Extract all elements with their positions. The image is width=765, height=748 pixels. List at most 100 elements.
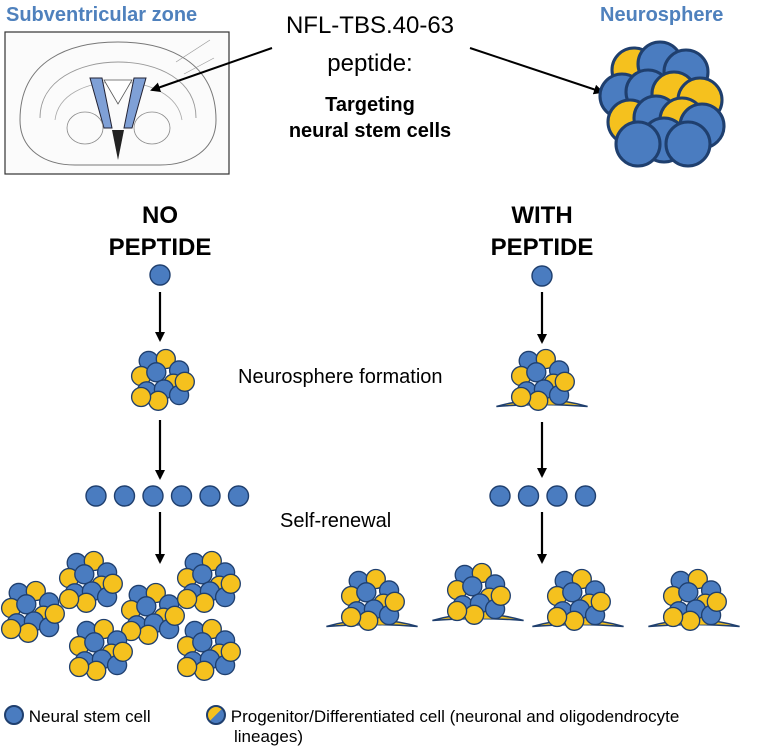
sphere-cell bbox=[176, 656, 198, 678]
neurosphere-left-multi bbox=[176, 618, 241, 681]
self-renewal-label: Self-renewal bbox=[280, 510, 392, 532]
arrow-to-neurosphere bbox=[469, 47, 604, 95]
neurosphere-left bbox=[130, 348, 195, 411]
neurosphere-right-adherent-multi bbox=[326, 568, 418, 631]
sphere-cell bbox=[176, 588, 198, 610]
peptide-name: NFL-TBS.40-63 bbox=[285, 12, 455, 39]
sphere-cell bbox=[164, 605, 185, 626]
sphere-cell bbox=[662, 606, 684, 628]
sphere-cell bbox=[526, 362, 547, 383]
subventricular-zone-label: Subventricular zone bbox=[6, 4, 198, 26]
sphere-cell bbox=[358, 610, 379, 631]
legend-stem-label: Neural stem cell bbox=[28, 707, 151, 726]
sphere-cell bbox=[138, 624, 159, 645]
neurosphere-label: Neurosphere bbox=[600, 4, 724, 26]
arrow-to-brain bbox=[150, 47, 273, 93]
single-stem-cell-left bbox=[149, 264, 171, 286]
progenitor-cell-icon bbox=[206, 705, 226, 725]
sphere-cell bbox=[120, 620, 142, 642]
sphere-cell bbox=[16, 594, 37, 615]
sphere-cell bbox=[546, 606, 568, 628]
peptide-suffix: peptide: bbox=[327, 50, 413, 77]
sphere-cell bbox=[148, 390, 169, 411]
targeting-line-2: neural stem cells bbox=[288, 120, 452, 142]
sphere-cell bbox=[174, 371, 195, 392]
sphere-cell bbox=[562, 582, 583, 603]
targeting-line-1: Targeting bbox=[325, 94, 415, 116]
neurosphere-left-multi bbox=[68, 618, 133, 681]
sphere-cell bbox=[44, 603, 65, 624]
neurosphere-left-multi bbox=[176, 550, 241, 613]
sphere-cell bbox=[102, 573, 123, 594]
neurosphere-right-adherent-multi bbox=[532, 568, 624, 631]
sphere-cell bbox=[112, 641, 133, 662]
sphere-cell bbox=[194, 660, 215, 681]
stem-cell-icon bbox=[4, 705, 24, 725]
sphere-cell bbox=[462, 576, 483, 597]
renewal-cell-right bbox=[517, 485, 540, 507]
sphere-cell bbox=[564, 610, 585, 631]
sphere-cell bbox=[18, 622, 39, 643]
sphere-cell bbox=[68, 656, 90, 678]
sphere-cell bbox=[58, 588, 80, 610]
sphere-cell bbox=[554, 371, 575, 392]
renewal-cell-left bbox=[113, 485, 136, 507]
single-stem-cell-right bbox=[531, 265, 553, 287]
sphere-cell bbox=[528, 390, 549, 411]
sphere-cell bbox=[194, 592, 215, 613]
neurosphere-left-multi bbox=[120, 582, 185, 645]
renewal-cell-left bbox=[170, 485, 193, 507]
sphere-cell bbox=[192, 632, 213, 653]
sphere-cell bbox=[0, 618, 22, 640]
sphere-cell bbox=[384, 591, 405, 612]
sphere-cell bbox=[136, 596, 157, 617]
legend-progenitor-line-1: Progenitor/Differentiated cell (neuronal… bbox=[230, 707, 680, 726]
renewal-cell-left bbox=[199, 485, 221, 507]
renewal-cell-right bbox=[546, 485, 568, 507]
neurosphere-right-adherent-multi bbox=[432, 562, 524, 625]
renewal-cell-left bbox=[142, 485, 164, 507]
sphere-cell bbox=[220, 573, 241, 594]
no-peptide-line-1: NO bbox=[142, 202, 178, 229]
neurosphere-image bbox=[598, 40, 726, 168]
sphere-cell bbox=[86, 660, 107, 681]
renewal-cell-right bbox=[574, 485, 597, 507]
sphere-cell bbox=[130, 386, 152, 408]
sphere-cell bbox=[192, 564, 213, 585]
neurosphere-right-adherent bbox=[496, 348, 588, 411]
renewal-cell-left bbox=[227, 485, 250, 507]
sphere-cell bbox=[340, 606, 362, 628]
sphere-cell bbox=[446, 600, 468, 622]
neurosphere-left-multi bbox=[0, 580, 65, 643]
sphere-cell bbox=[490, 585, 511, 606]
with-peptide-heading: WITH PEPTIDE bbox=[442, 200, 642, 264]
renewal-cell-left bbox=[85, 485, 107, 507]
sphere-cell bbox=[706, 591, 727, 612]
no-peptide-heading: NO PEPTIDE bbox=[60, 200, 260, 264]
with-peptide-line-2: PEPTIDE bbox=[490, 234, 594, 261]
no-peptide-line-2: PEPTIDE bbox=[108, 234, 212, 261]
legend-stem: Neural stem cell bbox=[4, 705, 151, 727]
sphere-cell bbox=[220, 641, 241, 662]
sphere-cell bbox=[146, 362, 167, 383]
legend-progenitor: Progenitor/Differentiated cell (neuronal… bbox=[206, 705, 679, 747]
sphere-cell bbox=[76, 592, 97, 613]
with-peptide-line-1: WITH bbox=[511, 202, 573, 229]
sphere-cell bbox=[84, 632, 105, 653]
neurosphere-left-multi bbox=[58, 550, 123, 613]
sphere-cell bbox=[680, 610, 701, 631]
sphere-cell bbox=[510, 386, 532, 408]
legend-progenitor-line-2: lineages) bbox=[234, 727, 303, 746]
neurosphere-right-adherent-multi bbox=[648, 568, 740, 631]
sphere-cell bbox=[356, 582, 377, 603]
sphere-cell bbox=[590, 591, 611, 612]
brain-section-image bbox=[4, 31, 230, 175]
renewal-cell-right bbox=[489, 485, 511, 507]
neurosphere-cell bbox=[614, 120, 662, 168]
sphere-cell bbox=[678, 582, 699, 603]
neurosphere-cell bbox=[664, 120, 712, 168]
peptide-title: NFL-TBS.40-63 peptide: Targeting neural … bbox=[250, 12, 490, 143]
diagram-canvas bbox=[0, 31, 740, 681]
sphere-cell bbox=[464, 604, 485, 625]
neurosphere-formation-label: Neurosphere formation bbox=[238, 366, 443, 388]
